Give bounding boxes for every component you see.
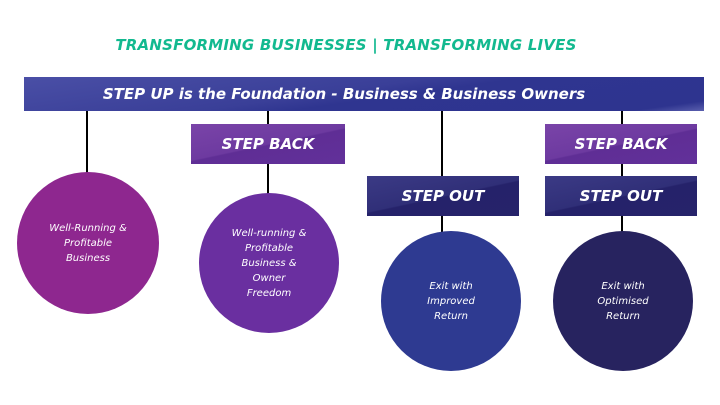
outcome-text-line: Return — [606, 310, 640, 322]
outcome-circle-well-running-business: Well-Running & Profitable Business — [17, 172, 159, 314]
step-out-label: STEP OUT — [401, 187, 485, 205]
connector-line — [621, 111, 623, 125]
outcome-text-line: Business — [65, 252, 111, 264]
step-back-label: STEP BACK — [221, 135, 315, 153]
connector-line — [86, 111, 88, 173]
step-back-box: STEP BACK — [191, 124, 345, 164]
step-back-label: STEP BACK — [574, 135, 668, 153]
foundation-banner: STEP UP is the Foundation - Business & B… — [24, 77, 704, 111]
outcome-text-line: Return — [434, 310, 468, 322]
outcome-text-line: Exit with — [429, 280, 473, 292]
tagline: TRANSFORMING BUSINESSES | TRANSFORMING L… — [115, 36, 577, 54]
connector-line — [621, 164, 623, 177]
outcome-text-line: Well-Running & — [49, 222, 127, 234]
step-out-box: STEP OUT — [367, 176, 519, 216]
outcome-text-line: Exit with — [601, 280, 645, 292]
outcome-text-line: Profitable — [63, 237, 113, 249]
connector-line — [441, 216, 443, 232]
step-out-label: STEP OUT — [579, 187, 663, 205]
outcome-text-line: Profitable — [244, 242, 294, 254]
outcome-text-line: Improved — [427, 295, 475, 307]
outcome-text-line: Well-running & — [231, 227, 307, 239]
connector-line — [441, 111, 443, 177]
connector-line — [621, 216, 623, 232]
outcome-circle-improved-return: Exit with Improved Return — [381, 231, 521, 371]
step-back-box: STEP BACK — [545, 124, 697, 164]
outcome-text-line: Owner — [252, 272, 286, 284]
outcome-text-line: Optimised — [597, 295, 649, 307]
step-out-box: STEP OUT — [545, 176, 697, 216]
connector-line — [267, 111, 269, 125]
foundation-banner-label: STEP UP is the Foundation - Business & B… — [102, 85, 586, 103]
outcome-text-line: Business & — [241, 257, 297, 269]
outcome-circle-owner-freedom: Well-running & Profitable Business & Own… — [199, 193, 339, 333]
outcome-text-line: Freedom — [246, 287, 292, 299]
connector-line — [267, 164, 269, 194]
outcome-circle-optimised-return: Exit with Optimised Return — [553, 231, 693, 371]
